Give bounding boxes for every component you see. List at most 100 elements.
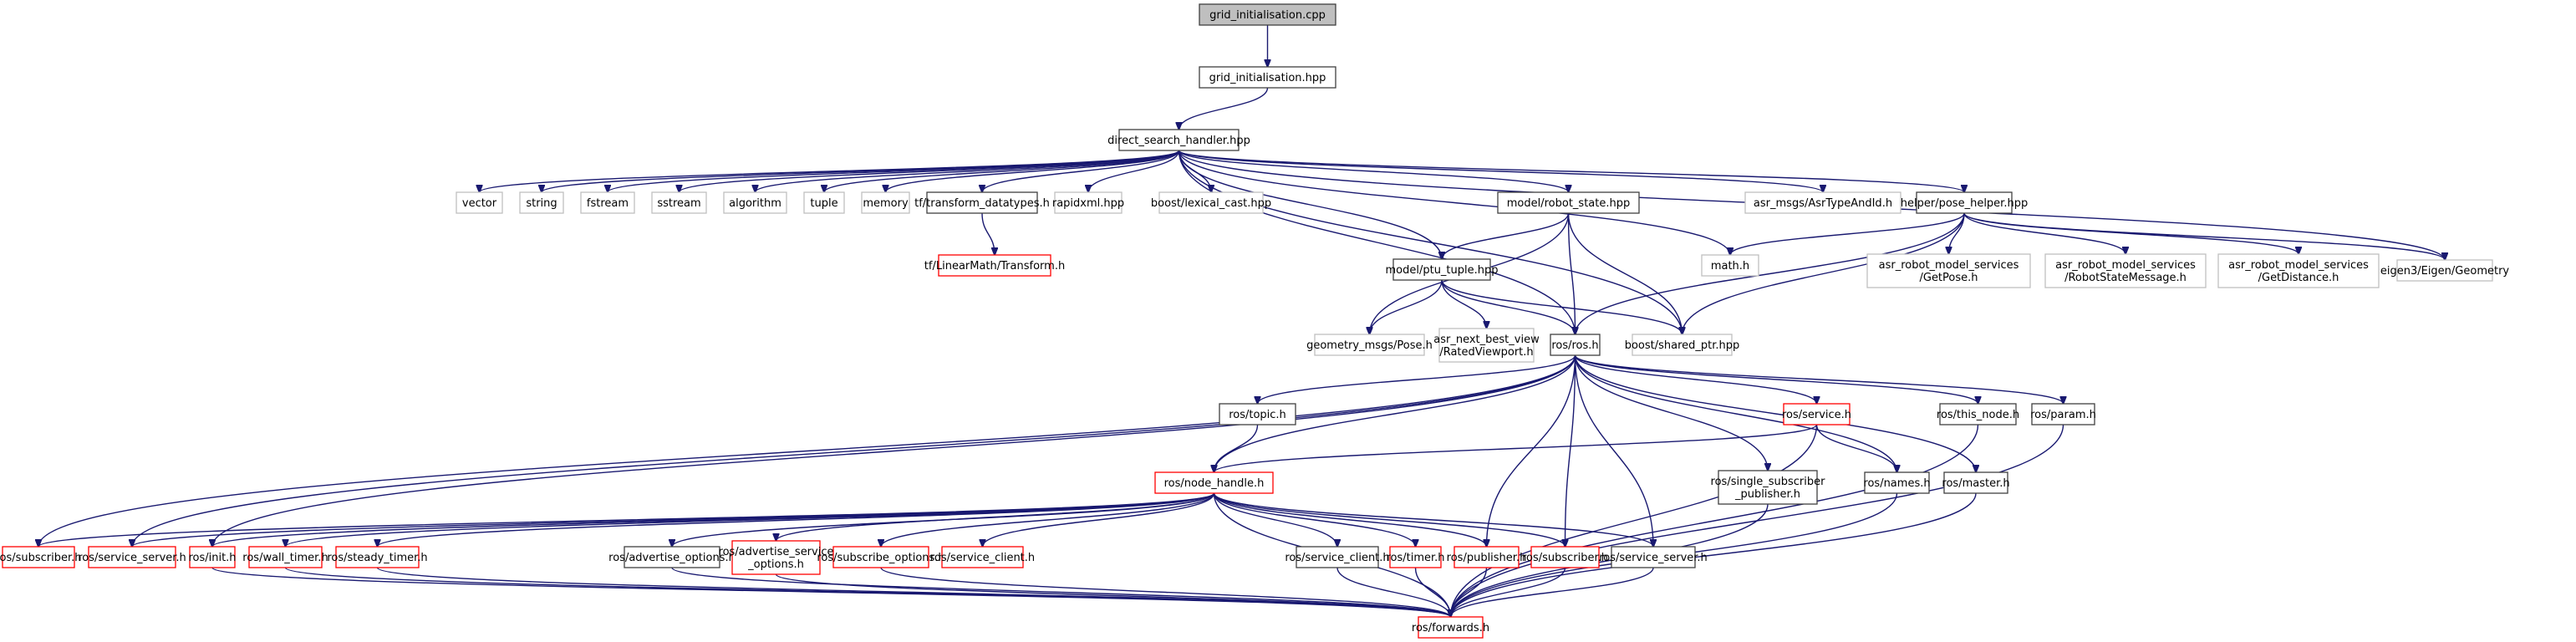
node-box[interactable] [519,191,564,214]
node-box[interactable] [1314,334,1425,356]
node-names[interactable]: ros/names.h [1863,471,1931,494]
node-ssp[interactable]: ros/single_subscriber_publisher.h [1711,470,1826,505]
node-grid-cpp[interactable]: grid_initialisation.cpp [1199,3,1336,26]
node-box[interactable] [1438,328,1535,363]
node-box[interactable] [2,546,75,568]
node-sub-opts[interactable]: ros/subscribe_options.h [817,546,945,568]
node-tuple[interactable]: tuple [803,191,845,214]
node-box[interactable] [1701,254,1759,277]
node-string[interactable]: string [519,191,564,214]
node-box[interactable] [1939,403,2017,425]
node-box[interactable] [335,546,420,568]
node-box[interactable] [861,191,910,214]
node-box[interactable] [1744,191,1901,214]
node-box[interactable] [88,546,176,568]
node-box[interactable] [1611,546,1696,568]
node-box[interactable] [1632,334,1733,356]
node-tf-dt[interactable]: tf/transform_datatypes.h [914,191,1050,214]
node-box[interactable] [1154,471,1274,494]
node-box[interactable] [1054,191,1123,214]
node-dsh[interactable]: direct_search_handler.hpp [1107,129,1250,151]
node-fstream[interactable]: fstream [580,191,635,214]
node-memory[interactable]: memory [861,191,910,214]
node-steady-timer[interactable]: ros/steady_timer.h [327,546,428,568]
node-box[interactable] [2396,259,2493,282]
node-box[interactable] [1392,258,1491,281]
node-eigen[interactable]: eigen3/Eigen/Geometry [2380,259,2510,282]
node-timer[interactable]: ros/timer.h [1386,546,1445,568]
node-box[interactable] [248,546,323,568]
node-box[interactable] [926,191,1038,214]
node-box[interactable] [1389,546,1442,568]
node-box[interactable] [2044,253,2207,288]
node-init[interactable]: ros/init.h [188,546,237,568]
node-node-handle[interactable]: ros/node_handle.h [1154,471,1274,494]
node-asr-type[interactable]: asr_msgs/AsrTypeAndId.h [1744,191,1901,214]
node-adv-srv-opts[interactable]: ros/advertise_service_options.h [719,540,834,575]
node-box[interactable] [723,191,787,214]
node-box[interactable] [1219,403,1296,425]
node-topic[interactable]: ros/topic.h [1219,403,1296,425]
node-box[interactable] [1550,334,1601,356]
node-subscriber-a[interactable]: ros/subscriber.h [0,546,82,568]
node-box[interactable] [1158,191,1264,214]
node-vector[interactable]: vector [456,191,503,214]
node-service-server-a[interactable]: ros/service_server.h [78,546,186,568]
node-shared-ptr[interactable]: boost/shared_ptr.hpp [1625,334,1740,356]
node-box[interactable] [938,254,1051,277]
node-service-client-b[interactable]: ros/service_client.h [1285,546,1390,568]
node-box[interactable] [832,546,929,568]
node-getdist[interactable]: asr_robot_model_services/GetDistance.h [2217,253,2380,288]
node-geo-pose[interactable]: geometry_msgs/Pose.h [1306,334,1433,356]
node-box[interactable] [731,540,821,575]
node-box[interactable] [1783,403,1851,425]
node-forwards[interactable]: ros/forwards.h [1412,616,1489,639]
node-box[interactable] [624,546,720,568]
node-math[interactable]: math.h [1701,254,1759,277]
node-box[interactable] [1530,546,1600,568]
node-robot-state[interactable]: model/robot_state.hpp [1497,191,1640,214]
node-ros-h[interactable]: ros/ros.h [1550,334,1601,356]
node-box[interactable] [1199,3,1336,26]
node-box[interactable] [2031,403,2095,425]
node-box[interactable] [1718,470,1818,505]
node-box[interactable] [1296,546,1379,568]
node-lexical[interactable]: boost/lexical_cast.hpp [1151,191,1271,214]
node-ptu-tuple[interactable]: model/ptu_tuple.hpp [1385,258,1499,281]
node-box[interactable] [803,191,845,214]
node-getpose[interactable]: asr_robot_model_services/GetPose.h [1866,253,2031,288]
node-box[interactable] [1916,191,2013,214]
node-rated-vp[interactable]: asr_next_best_view/RatedViewport.h [1433,328,1540,363]
node-subscriber-b[interactable]: ros/subscriber.h [1522,546,1608,568]
node-rapidxml[interactable]: rapidxml.hpp [1052,191,1124,214]
node-box[interactable] [456,191,503,214]
node-wall-timer[interactable]: ros/wall_timer.h [242,546,328,568]
node-box[interactable] [580,191,635,214]
node-this-node[interactable]: ros/this_node.h [1937,403,2019,425]
node-service-client-a[interactable]: ros/service_client.h [930,546,1035,568]
node-box[interactable] [1418,616,1484,639]
node-box[interactable] [1866,253,2031,288]
node-service[interactable]: ros/service.h [1782,403,1851,425]
node-box[interactable] [651,191,707,214]
node-box[interactable] [1943,471,2008,494]
node-box[interactable] [1497,191,1640,214]
node-param[interactable]: ros/param.h [2030,403,2096,425]
node-pose-helper[interactable]: helper/pose_helper.hpp [1901,191,2028,214]
node-rsm[interactable]: asr_robot_model_services/RobotStateMessa… [2044,253,2207,288]
node-box[interactable] [1864,471,1930,494]
node-box[interactable] [1118,129,1240,151]
node-box[interactable] [1453,546,1520,568]
node-adv-opts[interactable]: ros/advertise_options.h [608,546,736,568]
node-box[interactable] [941,546,1024,568]
node-box[interactable] [2217,253,2380,288]
node-sstream[interactable]: sstream [651,191,707,214]
node-publisher[interactable]: ros/publisher.h [1447,546,1527,568]
node-algorithm[interactable]: algorithm [723,191,787,214]
node-box[interactable] [1199,66,1336,89]
node-master[interactable]: ros/master.h [1942,471,2010,494]
node-tf-transform[interactable]: tf/LinearMath/Transform.h [924,254,1065,277]
node-grid-hpp[interactable]: grid_initialisation.hpp [1199,66,1336,89]
node-box[interactable] [189,546,236,568]
node-service-server-b[interactable]: ros/service_server.h [1599,546,1708,568]
